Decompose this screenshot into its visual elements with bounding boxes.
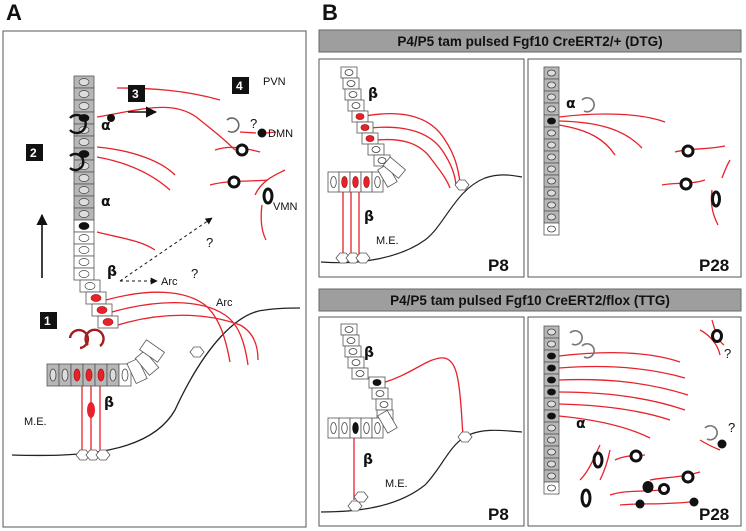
top-left-age: P8 bbox=[488, 256, 509, 275]
bottom-right-alpha: α bbox=[576, 416, 586, 432]
cycle-arrows-a bbox=[68, 113, 240, 350]
top-right-age: P28 bbox=[699, 256, 729, 275]
top-right-fibers bbox=[558, 113, 731, 226]
question-mark-arc: ? bbox=[191, 266, 198, 281]
step-1-label: 1 bbox=[44, 314, 51, 328]
endfeet-hexagons-a bbox=[75, 346, 205, 461]
bottom-right-cycle-arrows bbox=[569, 329, 718, 441]
step-4-label: 4 bbox=[236, 79, 243, 93]
bottom-right-age: P28 bbox=[699, 505, 729, 524]
bottom-left-frame bbox=[318, 316, 525, 527]
bottom-header-text: P4/P5 tam pulsed Fgf10 CreERT2/flox (TTG… bbox=[390, 293, 670, 308]
red-cell-body-me bbox=[87, 402, 95, 418]
pvn-label: PVN bbox=[263, 76, 286, 88]
bottom-right-column bbox=[543, 325, 560, 495]
bottom-header-bar bbox=[318, 288, 742, 312]
bottom-left-beta-1: β bbox=[364, 345, 374, 361]
top-header-bar bbox=[318, 29, 742, 53]
neurons-a bbox=[107, 114, 274, 205]
step-boxes: 3 4 2 1 bbox=[26, 77, 249, 329]
alpha-label-1: α bbox=[101, 118, 111, 134]
top-left-beta-2: β bbox=[364, 209, 374, 225]
step-1-box bbox=[40, 312, 57, 329]
step-3-label: 3 bbox=[132, 87, 139, 101]
question-mark-dmn: ? bbox=[250, 116, 257, 131]
dmn-label: DMN bbox=[268, 128, 293, 140]
panel-a-frame bbox=[2, 30, 307, 528]
bottom-left-age: P8 bbox=[488, 505, 509, 524]
arc-label-1: Arc bbox=[161, 276, 178, 288]
top-left-me-curve bbox=[320, 174, 523, 264]
top-right-alpha: α bbox=[566, 96, 576, 112]
panel-b: B P4/P5 tam pulsed Fgf10 CreERT2/+ (DTG) bbox=[318, 0, 742, 527]
dmn-fiber bbox=[239, 131, 257, 134]
bottom-right-fibers bbox=[558, 319, 725, 506]
step-2-box bbox=[26, 144, 43, 161]
top-right-frame bbox=[527, 58, 742, 278]
bottom-left-fibers bbox=[353, 357, 464, 500]
bottom-right-question-1: ? bbox=[724, 346, 731, 361]
step-4-box bbox=[232, 77, 249, 94]
floor-row-cells bbox=[46, 339, 166, 387]
top-left-frame bbox=[318, 58, 525, 278]
top-header-text: P4/P5 tam pulsed Fgf10 CreERT2/+ (DTG) bbox=[397, 34, 662, 49]
panel-b-letter: B bbox=[322, 0, 338, 25]
top-right-neurons bbox=[679, 144, 721, 208]
panel-a: A bbox=[2, 0, 307, 528]
dmn-fiber-out bbox=[265, 131, 277, 134]
beta-label-1: β bbox=[107, 264, 117, 280]
bottom-right-frame bbox=[527, 316, 742, 527]
top-left-me: M.E. bbox=[376, 235, 399, 247]
me-label-a: M.E. bbox=[24, 416, 47, 428]
top-left-fibers bbox=[342, 113, 461, 258]
bottom-right-neurons bbox=[580, 329, 727, 509]
question-mark-up: ? bbox=[206, 235, 213, 250]
dashed-arrow-up bbox=[119, 217, 213, 282]
column-nuclei bbox=[78, 78, 114, 326]
vmn-fiber bbox=[260, 204, 267, 241]
top-left-cells bbox=[327, 66, 470, 264]
step-2-label: 2 bbox=[30, 146, 37, 160]
bottom-left-me: M.E. bbox=[385, 478, 408, 490]
bottom-left-cells bbox=[327, 323, 473, 512]
vmn-label: VMN bbox=[273, 201, 298, 213]
arc-label-2: Arc bbox=[216, 297, 233, 309]
step-3-box bbox=[128, 85, 145, 102]
beta-label-2: β bbox=[104, 395, 114, 411]
top-left-beta-1: β bbox=[368, 86, 378, 102]
bottom-left-beta-2: β bbox=[363, 452, 373, 468]
bottom-right-question-2: ? bbox=[728, 420, 735, 435]
bottom-left-me-curve bbox=[320, 429, 523, 513]
alpha-label-2: α bbox=[101, 194, 111, 210]
top-right-cycle-arrow bbox=[581, 96, 595, 113]
panel-a-letter: A bbox=[6, 0, 22, 25]
top-right-column bbox=[543, 66, 560, 236]
